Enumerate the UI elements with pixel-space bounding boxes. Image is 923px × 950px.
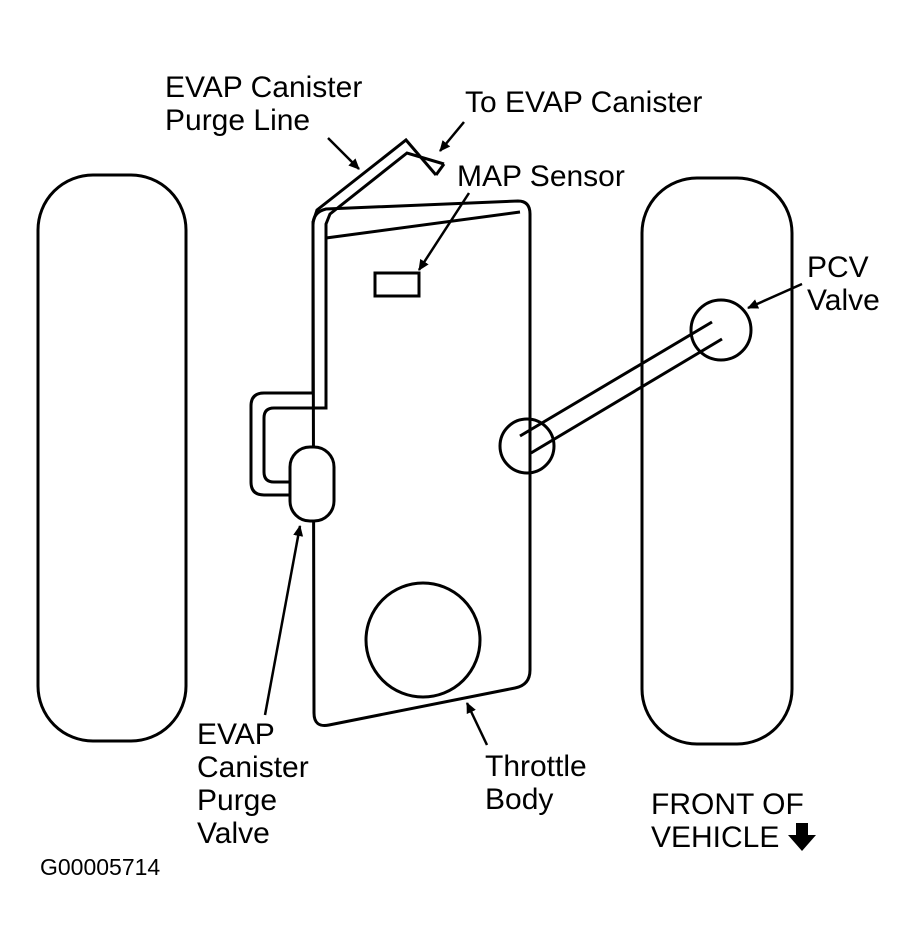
purge-valve-label-line: EVAP	[197, 718, 275, 751]
intake-plenum	[311, 199, 532, 727]
pcv-valve-label-line: Valve	[807, 284, 880, 317]
figure-id: G00005714	[40, 854, 161, 880]
pcv-valve-label-line: PCV	[807, 251, 869, 284]
to-canister-label: To EVAP Canister	[465, 86, 703, 119]
purge-valve-label-line: Purge	[197, 784, 278, 817]
purge-valve	[288, 445, 336, 523]
pcv-valve-leader	[747, 282, 803, 310]
pcv-hose-edge	[519, 320, 713, 438]
arrow-down-icon	[788, 823, 817, 851]
map-sensor-label: MAP Sensor	[457, 160, 625, 193]
plenum-edge	[325, 210, 521, 240]
throttle-body-label: Throttle Body	[485, 750, 587, 816]
throttle-bore	[364, 581, 482, 699]
purge-valve-label-line: Canister	[197, 751, 309, 784]
purge-line-leader	[327, 137, 360, 170]
front-of-vehicle-line: VEHICLE	[651, 821, 817, 854]
throttle-body-leader	[465, 702, 489, 746]
map-sensor	[373, 271, 421, 298]
purge-line-outer	[249, 137, 438, 497]
purge-line-inner	[262, 151, 445, 484]
to-canister-leader	[439, 121, 465, 152]
purge-valve-label: EVAP Canister Purge Valve	[197, 718, 309, 850]
right-wheel	[640, 176, 794, 746]
purge-line-label-line: Purge Line	[165, 104, 311, 137]
purge-line-tip	[434, 163, 446, 176]
pcv-port	[498, 417, 556, 475]
throttle-body-label-line: Throttle	[485, 750, 587, 783]
front-of-vehicle-line: FRONT OF	[651, 788, 804, 821]
purge-line-label: EVAP Canister Purge Line	[165, 71, 362, 137]
map-sensor-leader	[417, 192, 471, 271]
throttle-body-label-line: Body	[485, 783, 554, 816]
front-of-vehicle-label: FRONT OF VEHICLE	[651, 788, 817, 854]
left-wheel	[36, 173, 188, 743]
pcv-hose-edge	[530, 337, 723, 455]
pcv-valve-label: PCV Valve	[807, 251, 880, 317]
pcv-valve	[689, 298, 753, 362]
front-of-vehicle-text: VEHICLE	[651, 821, 780, 854]
purge-line-label-line: EVAP Canister	[165, 71, 363, 104]
purge-valve-label-line: Valve	[197, 817, 270, 850]
purge-valve-leader	[263, 525, 304, 716]
